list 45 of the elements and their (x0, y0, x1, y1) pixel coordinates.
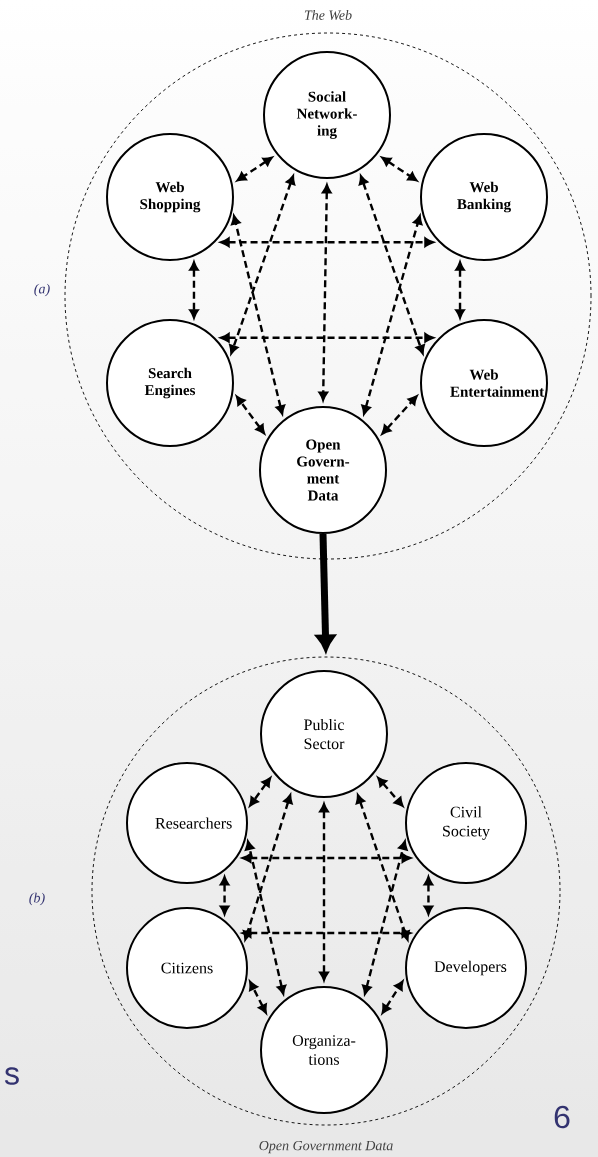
slide-text: s (4, 1067, 19, 1085)
circle-node: Web Entertainment (420, 319, 548, 447)
arrow (318, 184, 332, 401)
arrow (362, 840, 408, 995)
circle-node: Civil Society (405, 762, 527, 884)
arrow (377, 776, 404, 807)
arrow (229, 175, 296, 355)
circle-node: Developers (405, 907, 527, 1029)
panel-label: (a) (34, 283, 50, 297)
arrow (189, 261, 199, 319)
circle-node: Researchers (126, 762, 248, 884)
arrow (242, 794, 293, 941)
arrow (235, 395, 265, 435)
circle-node: Web Banking (420, 133, 548, 261)
arrow (381, 395, 418, 435)
arrow (220, 333, 434, 343)
node-label: The Web (304, 10, 352, 20)
arrow (358, 175, 425, 355)
arrow (319, 803, 329, 981)
panel-label: (b) (29, 892, 45, 906)
arrow (455, 261, 465, 319)
circle-node: Citizens (126, 907, 248, 1029)
arrow (245, 840, 287, 995)
arrow (231, 215, 286, 415)
circle-node: Public Sector (260, 670, 388, 798)
arrow (423, 876, 434, 915)
arrow (381, 980, 404, 1014)
arrow (249, 980, 267, 1014)
arrow (361, 215, 423, 415)
arrow (242, 853, 411, 863)
circle-node: Organiza-tions (260, 986, 388, 1114)
arrow (381, 156, 418, 182)
slide-text: 6 (554, 1105, 570, 1129)
arrow (316, 533, 335, 652)
arrow (219, 876, 230, 915)
circle-node: Search Engines (106, 319, 234, 447)
arrow (220, 237, 434, 247)
circle-node: Social Network-ing (263, 51, 391, 179)
arrow (236, 156, 273, 182)
arrow (249, 777, 272, 807)
circle-node: Open Govern-ment Data (259, 406, 387, 534)
arrow (355, 794, 410, 941)
circle-node: Web Shopping (106, 133, 234, 261)
node-label: Open Government Data (259, 1140, 393, 1154)
arrow (242, 928, 411, 938)
